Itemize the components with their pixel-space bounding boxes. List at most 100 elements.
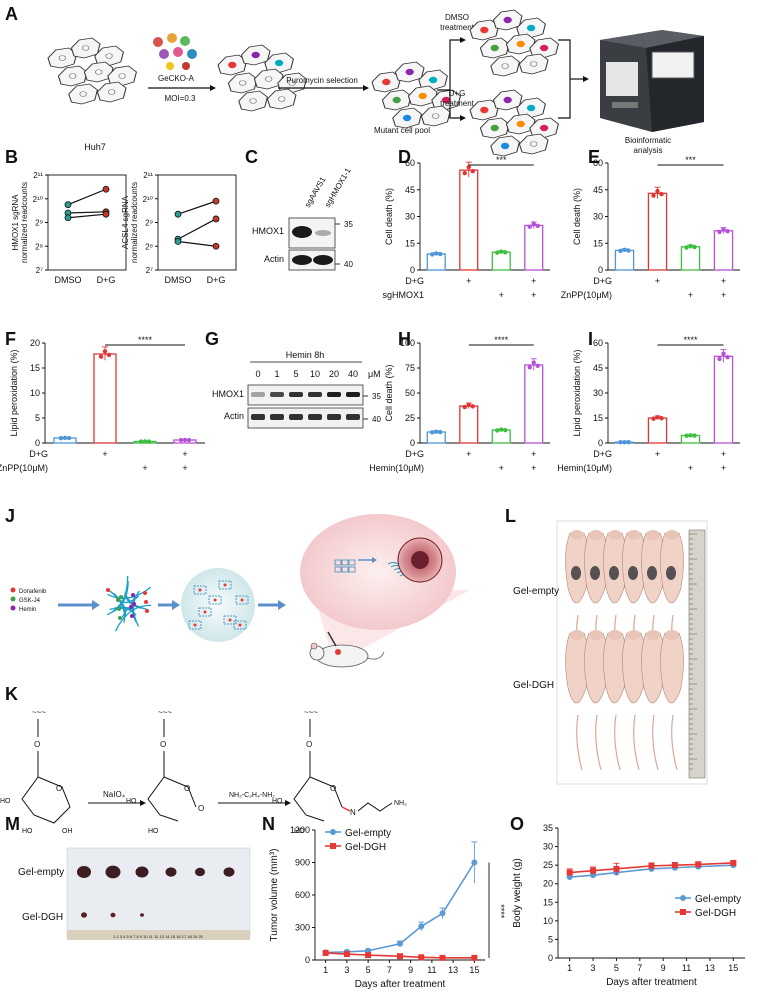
mouse-head <box>646 530 660 540</box>
b-ytick-label: 2⁷ <box>36 266 43 275</box>
cell-nucleus <box>382 78 391 86</box>
bar-2 <box>491 429 511 444</box>
y-tick-label: 10 <box>543 916 553 926</box>
sig-label: *** <box>685 155 696 165</box>
bar-3-point <box>535 223 540 229</box>
y-tick-label: 15 <box>30 363 40 373</box>
cell-nucleus <box>526 24 536 32</box>
y-tick-label: 30 <box>405 212 415 222</box>
cell-nucleus <box>82 45 90 51</box>
cell <box>238 90 268 112</box>
row1-label: D+G <box>593 276 612 286</box>
panel-letter-l: L <box>505 506 516 526</box>
ruler <box>688 529 706 779</box>
b-xlabel-dg: D+G <box>97 275 116 285</box>
cell-nucleus <box>480 106 489 114</box>
drug-dot <box>131 593 135 597</box>
mouse-head <box>646 630 660 640</box>
row1-mark: + <box>466 449 471 459</box>
gel-crosslink <box>233 620 247 630</box>
band-hmox1 <box>346 392 360 397</box>
gel-crosslink <box>193 585 207 595</box>
bar-0-point <box>58 435 64 441</box>
y-tick-label: 75 <box>405 363 415 373</box>
band-hmox1 <box>308 392 322 397</box>
data-point <box>322 949 329 956</box>
cell <box>57 65 88 87</box>
y-tick-label: 15 <box>543 897 553 907</box>
arrowhead-sequencer <box>583 76 589 82</box>
row2-label: sgHMOX1 <box>382 290 424 300</box>
legend-label: Gel-empty <box>695 894 741 905</box>
g-blot-hmox1 <box>247 384 364 406</box>
b-ylabel-1: HMOX1 sgRNA <box>11 194 20 251</box>
drug-dot <box>145 609 149 613</box>
y-tick-label: 35 <box>543 823 553 833</box>
b-point-dg <box>102 210 110 218</box>
dose-unit: μM <box>368 369 381 379</box>
bar-1 <box>647 417 668 444</box>
g-bands <box>251 392 360 420</box>
x-tick-label: 1 <box>567 963 572 973</box>
cell-nucleus <box>79 91 87 97</box>
b-ytick-label: 2⁸ <box>35 242 43 251</box>
y-tick-label: 300 <box>295 923 310 933</box>
bar-0-point <box>618 439 623 445</box>
y-axis-label: Cell death (%) <box>384 364 394 421</box>
bar-1-point <box>470 168 475 174</box>
y-tick-label: 30 <box>543 842 553 852</box>
j-arrowhead-1 <box>92 600 100 610</box>
bar-1-point <box>651 193 656 198</box>
hemin-dose: 0 <box>255 369 260 379</box>
cell-nucleus <box>251 51 260 59</box>
ring-o: O <box>56 784 62 793</box>
gel-drug <box>213 598 217 602</box>
m-photo-bg <box>66 847 251 939</box>
y-tick-label: 15 <box>593 238 603 248</box>
b-xlabel-dmso: DMSO <box>165 275 192 285</box>
cell-nucleus <box>432 113 440 119</box>
row1-label: D+G <box>405 449 424 459</box>
band-actin <box>289 414 303 420</box>
row1-mark: + <box>102 449 107 459</box>
j-arrowhead-3 <box>278 600 286 610</box>
tumor-spot <box>666 566 676 580</box>
cell-nucleus <box>428 76 438 84</box>
cell <box>68 83 98 105</box>
mouse-tail <box>652 714 659 771</box>
hemin-dose: 10 <box>310 369 320 379</box>
bar-2-point <box>684 245 689 250</box>
cell-nucleus <box>108 89 116 95</box>
b-pair-line <box>67 188 107 206</box>
x-tick-label: 5 <box>614 963 619 973</box>
row1-label: D+G <box>29 449 48 459</box>
y-tick-label: 0 <box>35 438 40 448</box>
tumor-spot <box>609 566 619 580</box>
bar-3-point <box>725 228 730 234</box>
gel-crosslink <box>223 615 237 625</box>
mouse-tail <box>576 714 583 771</box>
hydrogel-circle <box>181 568 255 642</box>
cell <box>266 88 297 110</box>
row1-mark: + <box>531 276 536 286</box>
y-tick-label: 0 <box>598 438 603 448</box>
mouse-tail <box>671 714 678 771</box>
x-tick-label: 13 <box>448 965 458 975</box>
bar-1-point <box>98 354 104 359</box>
cell-nucleus <box>441 96 451 104</box>
y-tick-label: 5 <box>35 413 40 423</box>
bar-2-point <box>495 250 500 255</box>
g-row-hmox1: HMOX1 <box>212 389 244 399</box>
cell <box>227 72 258 94</box>
b-pair-line <box>177 240 217 247</box>
zoom-gel-cell <box>334 566 342 573</box>
mouse-head <box>608 530 622 540</box>
mouse-tail <box>614 714 621 771</box>
panel-letter-a: A <box>5 4 18 24</box>
arrowhead-dmso <box>460 37 466 43</box>
polymer-chain <box>108 589 126 623</box>
b-xlabel-dg: D+G <box>207 275 226 285</box>
